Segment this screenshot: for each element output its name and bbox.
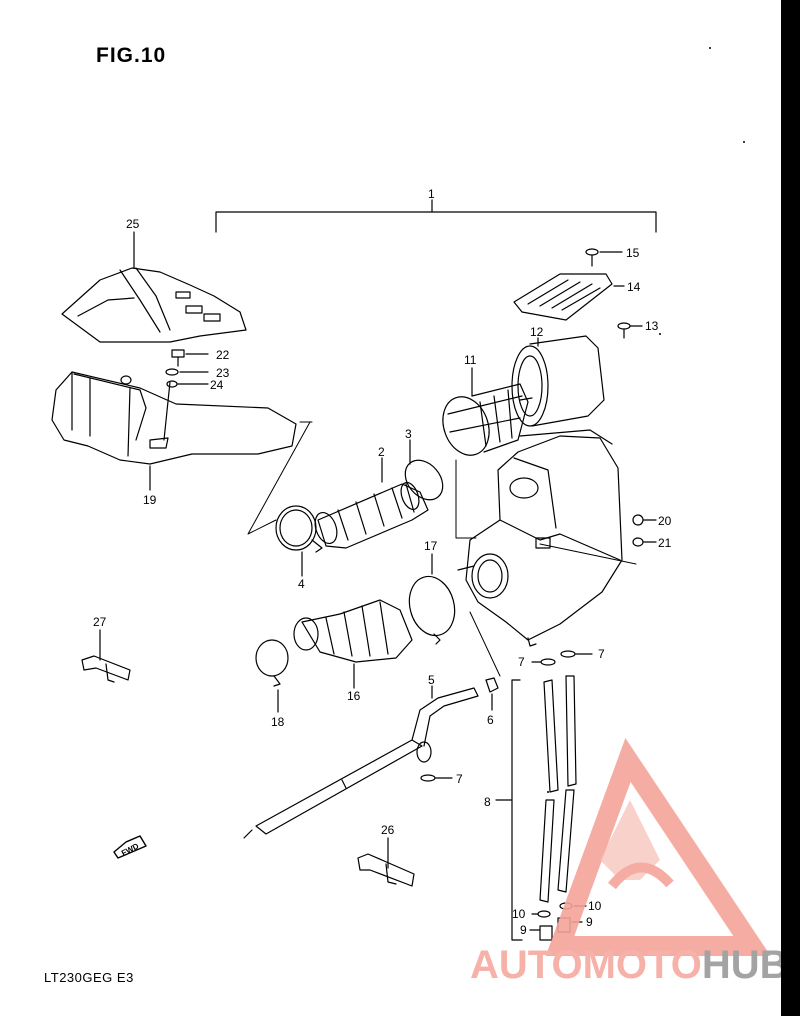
- callout-17: 17: [424, 539, 438, 553]
- callout-9a: 9: [520, 923, 527, 937]
- part-27-bracket: [81, 655, 131, 683]
- part-12-filter-element: [511, 335, 605, 427]
- callout-7b: 7: [518, 655, 525, 669]
- assembly-bracket: [215, 199, 657, 233]
- part-15-screw: [585, 248, 623, 267]
- page-edge-border: [781, 0, 800, 1016]
- callout-3: 3: [405, 427, 412, 441]
- callout-7a: 7: [456, 772, 463, 786]
- callout-1: 1: [428, 187, 435, 201]
- callout-22: 22: [216, 348, 230, 362]
- part-20-21-fasteners: [632, 514, 657, 547]
- callout-13: 13: [645, 319, 659, 333]
- part-1-air-cleaner-case: [457, 429, 623, 647]
- part-14-cover-plate: [513, 273, 613, 321]
- callout-10a: 10: [512, 907, 526, 921]
- part-22-23-24-fasteners: [165, 349, 209, 388]
- callout-16: 16: [347, 689, 361, 703]
- callout-20: 20: [658, 514, 672, 528]
- watermark-triangle: [545, 738, 771, 956]
- part-19-intake-duct: [51, 371, 297, 465]
- callout-14: 14: [627, 280, 641, 294]
- part-16-outlet-hose: [293, 599, 413, 663]
- callout-11: 11: [464, 353, 477, 367]
- callout-4: 4: [298, 577, 305, 591]
- part-8-breather-hoses: [511, 675, 577, 941]
- callout-23: 23: [216, 366, 230, 380]
- callout-27: 27: [93, 615, 107, 629]
- figure-title: FIG.10: [96, 44, 167, 67]
- watermark-logo: AUTOMOTOHUB: [470, 738, 789, 987]
- callout-10b: 10: [588, 899, 602, 913]
- part-2-inlet-tube: [314, 481, 429, 549]
- callout-26: 26: [381, 823, 395, 837]
- part-17-clamp: [408, 575, 456, 645]
- part-18-clamp: [255, 639, 289, 687]
- callout-6: 6: [487, 713, 494, 727]
- callout-7c: 7: [598, 647, 605, 661]
- callout-5: 5: [428, 673, 435, 687]
- callout-21: 21: [658, 536, 672, 550]
- callout-15: 15: [626, 246, 640, 260]
- part-13-screw: [617, 322, 643, 339]
- callout-9b: 9: [586, 915, 593, 929]
- callout-25: 25: [126, 217, 140, 231]
- callout-8: 8: [484, 795, 491, 809]
- callout-19: 19: [143, 493, 157, 507]
- part-6-clip: [485, 677, 499, 693]
- callout-2: 2: [378, 445, 385, 459]
- svg-text:AUTOMOTOHUB: AUTOMOTOHUB: [470, 943, 789, 987]
- callout-12: 12: [530, 325, 544, 339]
- callout-24: 24: [210, 378, 224, 392]
- part-5-drain-hose: [243, 687, 479, 839]
- model-code: LT230GEG E3: [44, 970, 134, 985]
- part-26-bracket: [357, 853, 415, 887]
- fwd-arrow-icon: [113, 835, 147, 859]
- part-4-clamp: [275, 505, 323, 553]
- callout-18: 18: [271, 715, 285, 729]
- part-3-ring: [404, 459, 444, 501]
- watermark-text-hub: HUB: [702, 943, 789, 987]
- part-25-cover: [61, 267, 247, 343]
- watermark-text-main: AUTOMOTO: [470, 943, 702, 987]
- callout-labels: 1 2 3 4 5 6 7 7 7 8 9 9 10 10 11 12 13 1…: [93, 187, 672, 937]
- part-11-filter-cage: [442, 383, 533, 456]
